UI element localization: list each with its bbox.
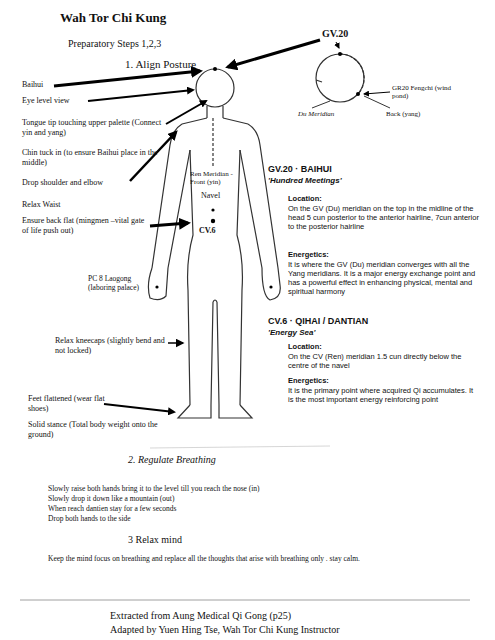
text-label: Slowly raise both hands bring it to the …: [48, 484, 260, 493]
leader-line: [312, 101, 330, 108]
text-label: Du Meridian: [298, 110, 334, 118]
leader-arrow: [54, 71, 200, 86]
text-label: 'Energy Sea': [268, 328, 315, 338]
text-label: On the CV (Ren) meridian 1.5 cun directl…: [288, 352, 480, 370]
text-label: Feet flattened (wear flat shoes): [28, 394, 123, 413]
text-label: Location:: [288, 342, 322, 351]
text-label: CV.6: [199, 226, 216, 236]
text-label: Keep the mind focus on breathing and rep…: [48, 554, 488, 563]
leader-arrow: [336, 42, 339, 48]
side-head: [316, 54, 364, 102]
ren-meridian-line: [212, 118, 213, 166]
text-label: GR20 Fengchi (wind pond): [392, 84, 456, 101]
text-label: 'Hundred Meetings': [268, 176, 342, 186]
shoulders: [182, 118, 248, 124]
text-label: GV.20 · BAIHUI: [268, 164, 332, 175]
text-label: Slowly drop it down like a mountain (out…: [48, 494, 174, 503]
text-label: GV.20: [322, 28, 348, 40]
text-label: Relax Waist: [22, 200, 61, 210]
text-label: Navel: [201, 191, 220, 201]
gb20-dot: [356, 92, 360, 96]
leader-arrow: [364, 92, 390, 94]
leader-arrow: [150, 223, 188, 226]
text-label: Adapted by Yuen Hing Tse, Wah Tor Chi Ku…: [110, 624, 340, 636]
leader-arrow: [166, 101, 206, 124]
laogong-dot: [269, 285, 272, 288]
right-arm: [240, 124, 280, 300]
page-title: Wah Tor Chi Kung: [60, 10, 166, 26]
text-label: Energetics:: [288, 250, 329, 259]
text-label: Relax kneecaps (slightly bend and not lo…: [55, 336, 165, 355]
text-label: Chin tuck in (to ensure Baihui place in …: [22, 148, 172, 167]
text-label: Ren Meridian -Front (yin): [190, 170, 236, 187]
neck: [207, 106, 223, 118]
laogong-dot: [155, 285, 158, 288]
text-label: Location:: [288, 194, 322, 203]
leader-arrow: [104, 404, 174, 412]
text-label: 2. Regulate Breathing: [128, 454, 216, 466]
cv6-dot: [211, 219, 215, 223]
text-label: Baihui: [22, 80, 43, 90]
text-label: CV.6 · QIHAI / DANTIAN: [268, 316, 368, 327]
du-meridian-line: [340, 54, 364, 94]
text-label: 3 Relax mind: [128, 534, 182, 546]
text-label: Ensure back flat (mingmen –vital gate of…: [22, 216, 147, 235]
text-label: 1. Align Posture: [125, 58, 196, 71]
nose-mark: [316, 80, 322, 82]
text-label: Energetics:: [288, 376, 329, 385]
gv20-dot: [338, 52, 342, 56]
text-label: Solid stance (Total body weight onto the…: [28, 420, 163, 439]
text-label: Drop both hands to the side: [48, 514, 131, 523]
text-label: Extracted from Aung Medical Qi Gong (p25…: [110, 610, 291, 622]
text-label: On the GV (Du) meridian on the top in th…: [288, 204, 480, 231]
leader-line: [364, 96, 390, 108]
separator-line: [20, 600, 470, 601]
head: [196, 69, 234, 107]
navel-dot: [211, 208, 214, 211]
leader-arrow: [168, 342, 183, 344]
text-label: It is the primary point where acquired Q…: [288, 386, 480, 404]
separator-line: [150, 446, 330, 448]
text-label: Preparatory Steps 1,2,3: [68, 38, 161, 50]
feet: [178, 405, 252, 418]
torso: [188, 150, 243, 290]
text-label: It is where the GV (Du) meridian converg…: [288, 260, 480, 296]
baihui-dot: [213, 67, 217, 71]
text-label: When reach dantien stay for a few second…: [48, 504, 177, 513]
leader-arrow: [228, 40, 320, 67]
text-label: Drop shoulder and elbow: [22, 178, 103, 188]
text-label: Back (yang): [386, 110, 420, 118]
acupoints: [155, 52, 360, 289]
legs: [188, 290, 242, 405]
text-label: PC 8 Laogong (laboring palace): [88, 274, 146, 292]
text-label: Eye level view: [22, 96, 70, 106]
text-label: Tongue tip touching upper palette (Conne…: [22, 118, 172, 137]
leader-arrow: [88, 90, 193, 101]
